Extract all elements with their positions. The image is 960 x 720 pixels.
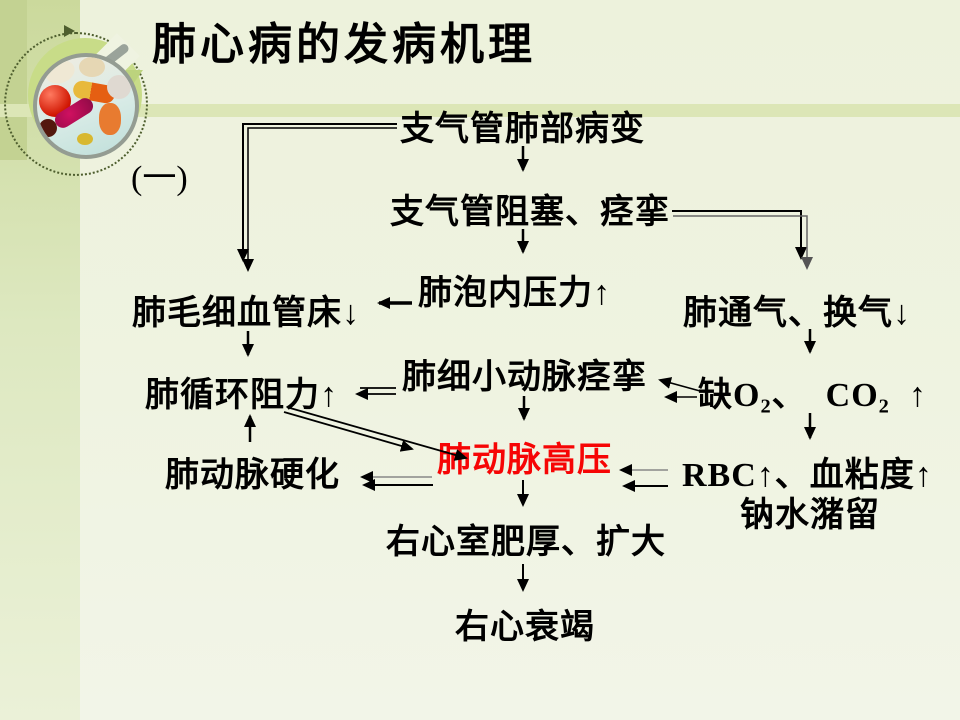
pill-shape — [39, 119, 57, 137]
node-right-heart-failure: 右心衰竭 — [455, 609, 595, 646]
connector-lesion-to-capillary-bed — [237, 123, 397, 262]
node-pulmonary-capillary-bed-down: 肺毛细血管床↓ — [132, 295, 360, 332]
node-ventilation-exchange-down: 肺通气、换气↓ — [683, 295, 911, 332]
connector-obstruction-to-ventilation — [672, 210, 807, 260]
connector-resistance-to-hypertension — [283, 411, 414, 452]
pill-shape — [99, 103, 121, 135]
pill-shape — [79, 57, 105, 77]
node-rv-hypertrophy-dilation: 右心室肥厚、扩大 — [386, 524, 666, 561]
dotted-ring-icon — [4, 32, 148, 176]
connector-obstruction-to-ventilation-2 — [673, 215, 813, 270]
connector-hypoxia-to-spasm — [658, 377, 701, 392]
pill-shape — [107, 75, 131, 99]
horizontal-band-decoration — [0, 104, 960, 117]
node-pulmonary-arteriole-spasm: 肺细小动脉痉挛 — [402, 359, 647, 396]
page-title: 肺心病的发病机理 — [152, 20, 536, 69]
node-pulmonary-artery-sclerosis: 肺动脉硬化 — [165, 457, 340, 494]
pill-shape — [77, 133, 93, 145]
section-label: (一) — [131, 160, 188, 197]
node-pulmonary-circulation-resistance-up: 肺循环阻力↑ — [145, 377, 338, 414]
node-pulmonary-hypertension: 肺动脉高压 — [437, 442, 612, 479]
node-alveolar-pressure-up: 肺泡内压力↑ — [418, 275, 611, 312]
node-sodium-water-retention: 钠水潴留 — [740, 497, 880, 534]
ring-arrowhead-icon — [64, 25, 75, 37]
node-hypoxia-hypercapnia: 缺O₂、 CO₂ ↑ — [698, 377, 927, 414]
pills-photo — [33, 53, 139, 159]
node-bronchial-obstruction-spasm: 支气管阻塞、痉挛 — [390, 194, 670, 231]
node-bronchopulmonary-lesion: 支气管肺部病变 — [400, 111, 645, 148]
connector-lesion-to-capillary-bed-2 — [242, 127, 397, 272]
pills-photo-decoration — [0, 0, 170, 190]
node-rbc-blood-viscosity-up: RBC↑、血粘度↑ — [682, 457, 933, 494]
